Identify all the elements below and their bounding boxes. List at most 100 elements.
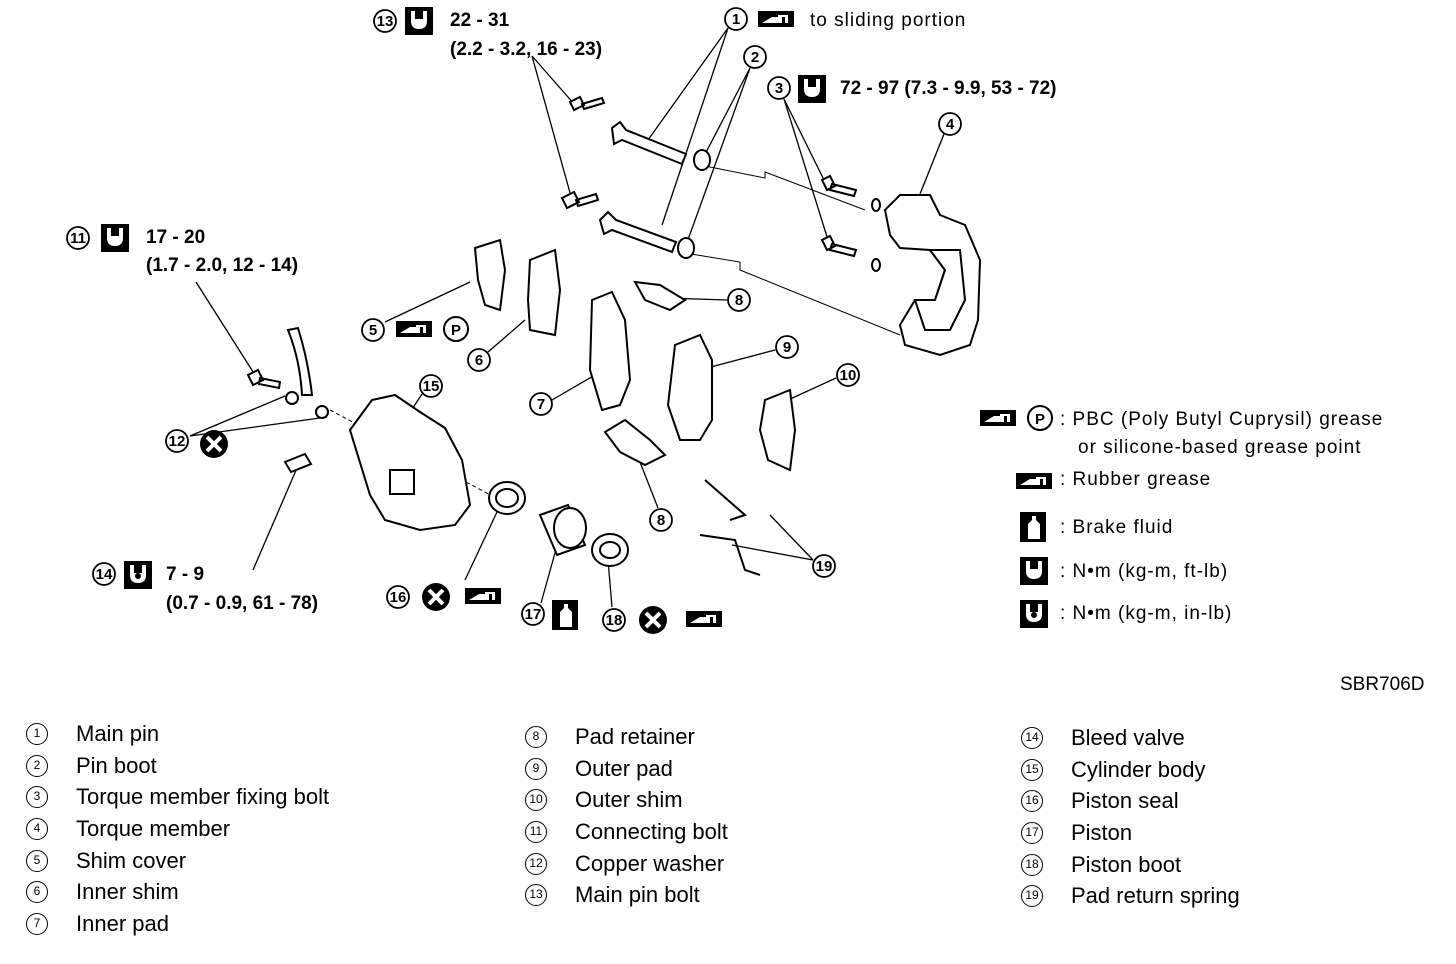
- torque-14-converted: (0.7 - 0.9, 61 - 78): [166, 593, 318, 614]
- callout-4-num: 4: [946, 116, 955, 133]
- callout-8b-num: 8: [657, 512, 665, 529]
- part-label: Copper washer: [575, 850, 725, 876]
- torque-wrench-inlb-icon: [124, 561, 152, 589]
- callout-12-num: 12: [169, 433, 186, 450]
- callout-10-num: 10: [840, 367, 857, 384]
- callout-2-circle: [743, 45, 767, 69]
- part-label: Main pin bolt: [575, 882, 700, 908]
- callout-1-num: 1: [732, 11, 740, 28]
- part-number-badge: 9: [525, 757, 547, 780]
- callout-9-num: 9: [783, 339, 791, 356]
- brake-fluid-icon: [1020, 512, 1046, 542]
- parts-list-item: 2 Pin boot: [26, 750, 329, 782]
- torque-11-value: 17 - 20: [146, 227, 205, 248]
- callout-16-num: 16: [390, 589, 407, 606]
- key-nm-ftlb: : N•m (kg-m, ft-lb): [1060, 561, 1228, 582]
- callout-9-circle: [775, 335, 799, 359]
- torque-wrench-icon: [101, 224, 129, 252]
- replace-part-icon: [637, 604, 669, 636]
- callout-16-circle: [386, 585, 410, 609]
- callout-1-circle: [724, 7, 748, 31]
- part-label: Pin boot: [76, 752, 157, 778]
- callout-4-circle: [938, 112, 962, 136]
- part-number-badge: 19: [1021, 885, 1043, 908]
- key-brake-fluid: : Brake fluid: [1060, 517, 1173, 538]
- parts-drawing: [246, 95, 982, 576]
- rubber-grease-icon: [980, 410, 1016, 426]
- part-number-badge: 8: [525, 725, 547, 748]
- part-number-badge: 1: [26, 722, 48, 745]
- part-number-badge: 14: [1021, 726, 1043, 749]
- part-number-badge: 10: [525, 789, 547, 812]
- torque-wrench-inlb-icon: [1020, 600, 1048, 628]
- parts-list-item: 14 Bleed valve: [1021, 722, 1240, 754]
- part-label: Main pin: [76, 721, 160, 746]
- callout-3-num: 3: [775, 80, 783, 97]
- callout-19-circle: [812, 554, 836, 578]
- parts-list-item: 4 Torque member: [26, 813, 329, 845]
- key-rubber-grease: : Rubber grease: [1060, 469, 1211, 490]
- part-number-badge: 5: [26, 849, 48, 872]
- torque-wrench-icon: [1020, 557, 1048, 585]
- parts-list-item: 7 Inner pad: [26, 908, 329, 940]
- rubber-grease-icon: [465, 588, 501, 604]
- part-label: Inner pad: [76, 911, 169, 937]
- callout-6-circle: [467, 348, 491, 372]
- callout-11-num: 11: [70, 230, 86, 247]
- part-number-badge: 7: [26, 912, 48, 935]
- callout-3-circle: [767, 76, 791, 100]
- part-number-badge: 4: [26, 817, 48, 840]
- key-pbc-line2: or silicone-based grease point: [1078, 437, 1362, 458]
- callout-11-circle: [66, 226, 90, 250]
- rubber-grease-icon: [686, 611, 722, 627]
- callout-10-circle: [836, 363, 860, 387]
- part-label: Piston boot: [1071, 851, 1182, 877]
- brake-fluid-icon: [552, 600, 578, 630]
- part-number-badge: 16: [1021, 790, 1043, 813]
- callout-7-circle: [529, 392, 553, 416]
- callout-5-num: 5: [369, 322, 377, 339]
- key-nm-inlb: : N•m (kg-m, in-lb): [1060, 603, 1232, 624]
- torque-wrench-icon: [405, 7, 433, 35]
- parts-list-item: 19 Pad return spring: [1021, 880, 1240, 912]
- part-label: Torque member: [76, 816, 231, 842]
- torque-wrench-icon: [798, 75, 826, 103]
- callout-19-num: 19: [816, 558, 833, 575]
- callout-17-circle: [521, 602, 545, 626]
- symbol-key: P : PBC (Poly Butyl Cuprysil) grease or …: [980, 405, 1383, 628]
- callout-17-num: 17: [525, 606, 542, 623]
- part-label: Inner shim: [76, 879, 179, 905]
- callout-7-num: 7: [537, 396, 545, 413]
- figure-code: SBR706D: [1340, 674, 1425, 695]
- part-label: Bleed valve: [1071, 725, 1185, 750]
- part-label: Pad return spring: [1071, 883, 1240, 909]
- part-number-badge: 15: [1021, 758, 1043, 781]
- part-label: Torque member fixing bolt: [76, 784, 330, 810]
- pbc-grease-icon: [443, 316, 469, 342]
- part-number-badge: 17: [1021, 821, 1043, 844]
- callout-8a-num: 8: [735, 292, 743, 309]
- part-number-badge: 2: [26, 754, 48, 777]
- callout-18-num: 18: [606, 612, 623, 629]
- key-pbc-line1: : PBC (Poly Butyl Cuprysil) grease: [1060, 409, 1383, 430]
- pbc-grease-letter: P: [451, 322, 461, 339]
- part-number-badge: 11: [525, 820, 547, 843]
- callout-2-num: 2: [751, 49, 759, 66]
- callout-13-circle: [373, 9, 397, 33]
- callout-8a-circle: [727, 288, 751, 312]
- rubber-grease-icon: [758, 11, 794, 27]
- rubber-grease-icon: [1016, 473, 1052, 489]
